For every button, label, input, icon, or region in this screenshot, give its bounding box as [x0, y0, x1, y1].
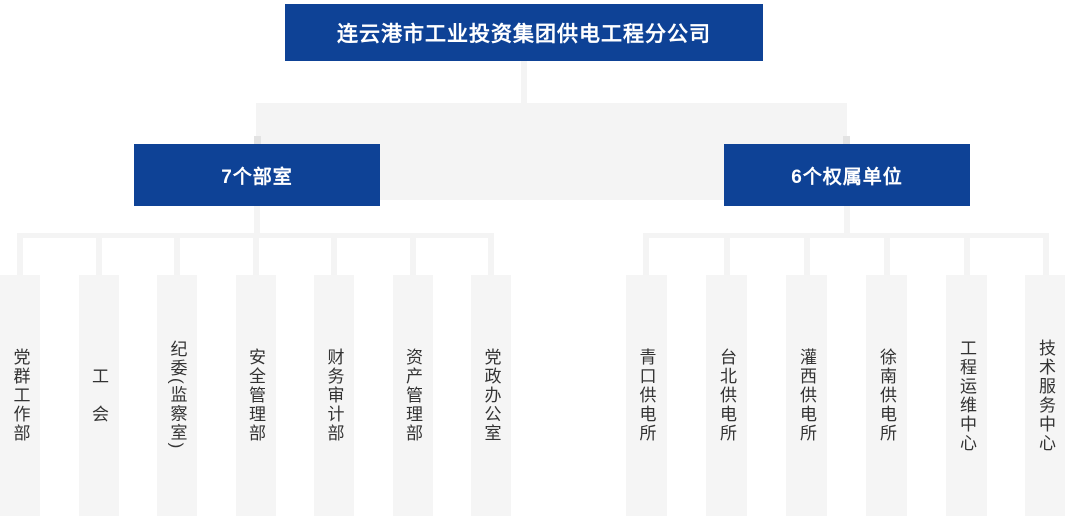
- org-unit-label: 纪委(监察室): [167, 340, 187, 451]
- org-unit-label: 党政办公室: [481, 348, 501, 443]
- connector-group-drop: [254, 206, 260, 238]
- org-unit-box: 资产管理部: [392, 275, 433, 516]
- connector-root-drop: [521, 61, 527, 103]
- org-unit-label: 灌西供电所: [797, 348, 816, 443]
- org-unit-label: 青口供电所: [636, 348, 656, 443]
- connector-child-drop: [643, 233, 649, 277]
- connector-nub: [254, 136, 261, 145]
- connector-nub: [843, 136, 850, 145]
- org-unit-label: 财务审计部: [324, 348, 344, 443]
- org-unit-box: 纪委(监察室): [157, 275, 197, 516]
- org-unit-box: 工程运维中心: [946, 275, 987, 516]
- org-unit-box: 党政办公室: [471, 275, 511, 516]
- connector-child-drop: [409, 233, 416, 277]
- group-node-departments: 7个部室: [134, 144, 380, 206]
- connector-child-drop: [1042, 233, 1049, 277]
- org-unit-label: 技术服务中心: [1036, 338, 1055, 453]
- group-node-affiliated-units: 6个权属单位: [724, 144, 970, 206]
- connector-child-drop: [252, 233, 259, 277]
- connector-child-drop: [331, 233, 337, 277]
- connector-hline: [643, 233, 1049, 238]
- root-node: 连云港市工业投资集团供电工程分公司: [285, 4, 763, 61]
- org-unit-label: 徐南供电所: [877, 348, 896, 443]
- group-node-label: 6个权属单位: [791, 166, 903, 188]
- org-unit-label: 安全管理部: [246, 348, 265, 443]
- connector-child-drop: [963, 233, 970, 277]
- connector-child-drop: [803, 233, 810, 277]
- org-unit-box: 青口供电所: [625, 275, 667, 516]
- org-unit-box: 灌西供电所: [786, 275, 827, 516]
- org-unit-label: 台北供电所: [717, 348, 736, 443]
- org-unit-label: 工程运维中心: [957, 338, 976, 453]
- org-unit-box: 徐南供电所: [866, 275, 907, 516]
- org-unit-label: 资产管理部: [403, 348, 422, 443]
- root-node-label: 连云港市工业投资集团供电工程分公司: [337, 22, 711, 46]
- connector-child-drop: [95, 233, 102, 277]
- org-unit-box: 工 会: [78, 275, 119, 516]
- org-unit-box: 台北供电所: [706, 275, 747, 516]
- connector-child-drop: [723, 233, 730, 277]
- org-unit-box: 安全管理部: [235, 275, 276, 516]
- org-unit-label: 工 会: [89, 367, 108, 424]
- group-node-label: 7个部室: [221, 166, 293, 188]
- org-unit-box: 党群工作部: [0, 275, 40, 516]
- connector-child-drop: [17, 233, 23, 277]
- org-unit-box: 技术服务中心: [1025, 275, 1065, 516]
- connector-child-drop: [174, 233, 180, 277]
- connector-group-drop: [844, 206, 850, 238]
- connector-child-drop: [883, 233, 890, 277]
- org-unit-label: 党群工作部: [10, 348, 30, 443]
- org-unit-box: 财务审计部: [314, 275, 354, 516]
- connector-child-drop: [488, 233, 494, 277]
